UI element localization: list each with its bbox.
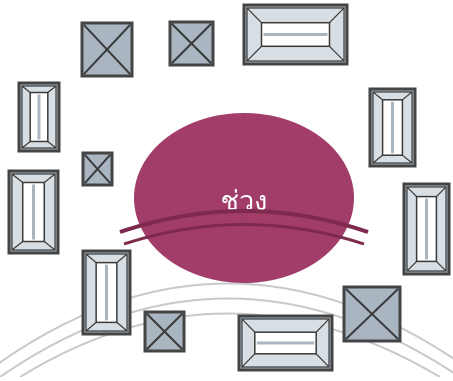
square-small-left [83, 153, 112, 185]
square-bottom-right [344, 287, 400, 341]
rect-bottom-left [83, 251, 130, 334]
rect-right-upper [370, 89, 415, 166]
rect-left-lower [9, 171, 58, 253]
rect-top-right [244, 5, 347, 64]
rect-left-upper [19, 83, 59, 151]
square-top-center [170, 22, 213, 65]
square-bottom-small [145, 312, 184, 351]
rect-right-middle [404, 184, 449, 274]
center-node: ช่วง [120, 113, 368, 283]
rect-bottom-center [239, 316, 332, 370]
square-top-left [82, 23, 132, 76]
